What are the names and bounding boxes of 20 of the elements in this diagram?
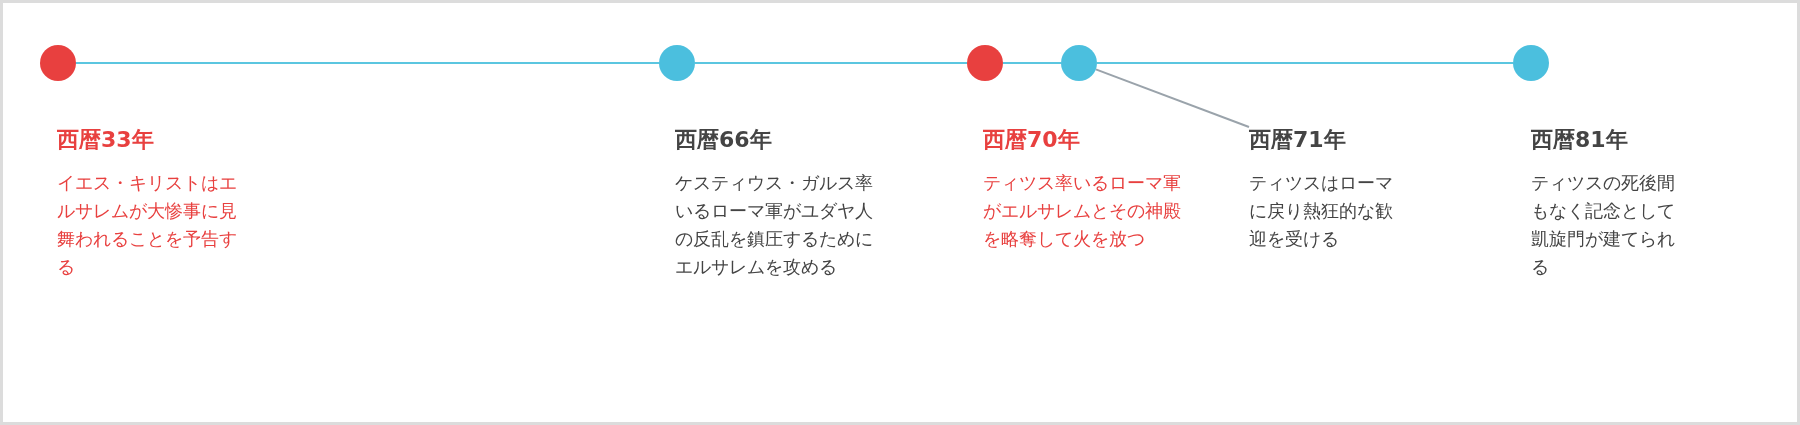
year-heading: 西暦33年 [57,127,155,154]
timeline-dot [40,45,76,81]
timeline-line [1096,62,1514,64]
year-heading: 西暦70年 [983,127,1081,154]
leader-line [1094,68,1250,128]
event-description: ティツス率いるローマ軍がエルサレムとその神殿を略奪して火を放つ [983,171,1182,252]
year-heading: 西暦66年 [675,127,773,154]
timeline-dot [659,45,695,81]
year-heading: 西暦81年 [1531,127,1629,154]
timeline-line [75,62,660,64]
event-description: イエス・キリストはエルサレムが大惨事に見舞われることを予告する [57,171,238,280]
timeline-dot [1061,45,1097,81]
timeline-line [1002,62,1062,64]
event-description: ケスティウス・ガルス率いるローマ軍がユダヤ人の反乱を鎮圧するためにエルサレムを攻める [675,171,874,280]
event-description: ティツスの死後間もなく記念として凱旋門が建てられる [1531,171,1676,280]
timeline-dot [1513,45,1549,81]
event-description: ティツスはローマに戻り熱狂的な歓迎を受ける [1249,171,1394,252]
timeline-dot [967,45,1003,81]
timeline-line [694,62,968,64]
year-heading: 西暦71年 [1249,127,1347,154]
